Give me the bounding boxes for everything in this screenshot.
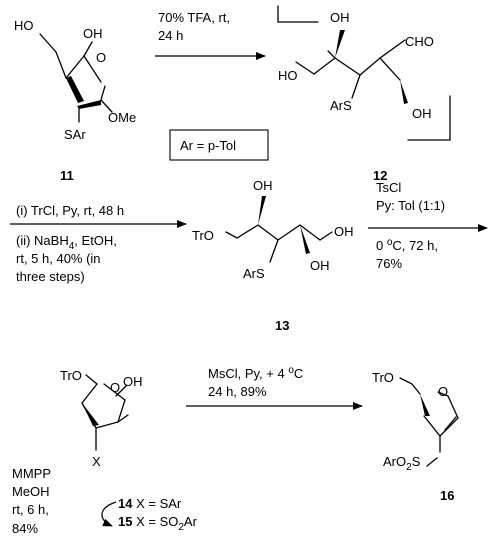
c13-ars: ArS	[243, 266, 265, 281]
c16-sulfonyl: ArO2S	[383, 454, 421, 473]
step3-line3: 0 oC, 72 h,	[376, 237, 438, 253]
step-3: TsCl Py: Tol (1:1) 0 oC, 72 h, 76%	[368, 180, 488, 271]
step-2: (i) TrCl, Py, rt, 48 h (ii) NaBH4, EtOH,…	[10, 203, 187, 284]
step-mmpp: MMPP MeOH rt, 6 h, 84%	[12, 466, 117, 536]
compound-11: HO OH O OMe SAr 11	[14, 18, 136, 183]
mmpp-line3: rt, 6 h,	[12, 502, 49, 517]
c14-x: X	[92, 454, 101, 469]
c13-oh-top: OH	[253, 178, 273, 193]
compound-number-14: 14	[118, 496, 133, 511]
c12-ho: HO	[278, 68, 298, 83]
step3-line4: 76%	[376, 256, 402, 271]
ar-definition-box: Ar = p-Tol	[169, 129, 269, 161]
c14-x-def: X = SAr	[132, 496, 181, 511]
c11-sar-label: SAr	[64, 127, 86, 142]
step2-line2-sub: 4	[69, 241, 75, 252]
c15-x-sub: 2	[178, 522, 184, 533]
c13-oh-right: OH	[334, 224, 354, 239]
c12-ars: ArS	[330, 98, 352, 113]
step4-line2: 24 h, 89%	[208, 384, 267, 399]
step4-line1-b: C	[294, 366, 303, 381]
compound-14-15: TrO O OH X 14 X = SAr 15 X = SO2Ar	[60, 368, 198, 533]
c16-tro: TrO	[372, 370, 394, 385]
c11-oh-label: OH	[83, 26, 103, 41]
c16-ring-o: O	[438, 384, 448, 399]
compound-13: OH TrO OH ArS OH 13	[192, 178, 354, 333]
mmpp-curved-arrow	[101, 501, 117, 527]
step1-line1: 70% TFA, rt,	[158, 10, 230, 25]
step2-line3: rt, 5 h, 40% (in	[16, 251, 101, 266]
c12-oh-top: OH	[330, 10, 350, 25]
c16-aro: ArO	[383, 454, 406, 469]
compound-number-11: 11	[60, 168, 74, 183]
step1-line2: 24 h	[158, 28, 183, 43]
c15-x-end: Ar	[184, 514, 198, 529]
step4-line1-sup: o	[288, 365, 294, 376]
ar-definition-text: Ar = p-Tol	[180, 138, 236, 153]
step-4: MsCl, Py, + 4 oC 24 h, 89%	[186, 365, 363, 410]
step2-line2-b: , EtOH,	[74, 233, 117, 248]
c14-tro: TrO	[60, 368, 82, 383]
step3-line3-b: C, 72 h,	[392, 238, 438, 253]
c11-ho-label: HO	[14, 18, 34, 33]
step3-line3-sup: o	[387, 237, 393, 248]
step3-line2: Py: Tol (1:1)	[376, 198, 445, 213]
c14-caption: 14 X = SAr	[118, 496, 182, 511]
compound-16: TrO O ArO2S 16	[372, 370, 459, 503]
c15-caption: 15 X = SO2Ar	[118, 514, 198, 533]
step2-line1: (i) TrCl, Py, rt, 48 h	[16, 203, 124, 218]
compound-12: OH CHO HO ArS OH 12	[277, 5, 451, 183]
c16-s: S	[412, 454, 421, 469]
c14-ring-o: O	[110, 380, 120, 395]
step3-line1: TsCl	[376, 180, 401, 195]
c13-tro: TrO	[192, 228, 214, 243]
compound-number-12: 12	[373, 168, 387, 183]
mmpp-line2: MeOH	[12, 484, 50, 499]
c13-oh-bot: OH	[310, 258, 330, 273]
mmpp-line1: MMPP	[12, 466, 51, 481]
step2-line2-a: (ii) NaBH	[16, 233, 69, 248]
c12-cho: CHO	[405, 34, 434, 49]
c14-oh: OH	[123, 374, 143, 389]
step4-line1: MsCl, Py, + 4 oC	[208, 365, 303, 381]
c11-ome-label: OMe	[108, 110, 136, 125]
step2-line4: three steps)	[16, 269, 85, 284]
compound-number-13: 13	[275, 318, 289, 333]
compound-number-15: 15	[118, 514, 132, 529]
step4-line1-a: MsCl, Py, + 4	[208, 366, 288, 381]
c11-ring-o: O	[96, 50, 106, 65]
mmpp-line4: 84%	[12, 521, 38, 536]
step3-line3-a: 0	[376, 238, 387, 253]
step2-line2: (ii) NaBH4, EtOH,	[16, 233, 117, 252]
compound-number-16: 16	[440, 488, 454, 503]
c15-x-def: X = SO	[132, 514, 178, 529]
c12-oh-bot: OH	[412, 106, 432, 121]
c16-sub: 2	[406, 462, 412, 473]
step-1: 70% TFA, rt, 24 h	[155, 10, 266, 60]
